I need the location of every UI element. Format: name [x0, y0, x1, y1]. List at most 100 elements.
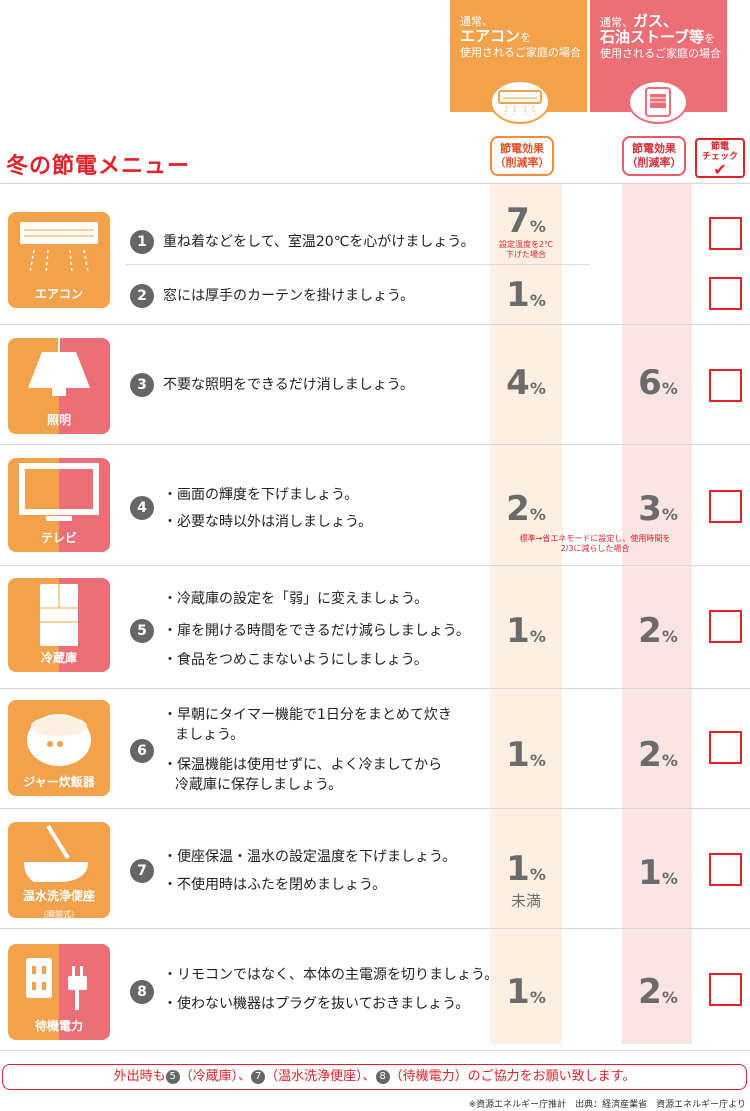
condition-note: 設定温度を2℃ 下げた場合 [498, 240, 554, 259]
heater-icon [628, 80, 688, 124]
ac-reduction: 2% [506, 489, 546, 529]
item-number: 3 [130, 373, 154, 397]
divider [0, 324, 750, 325]
divider [0, 183, 750, 184]
tip-text: 冷蔵庫に保存しましょう。 [175, 777, 343, 793]
gas-reduction: 2% [638, 972, 678, 1012]
tip-text: ましょう。 [175, 727, 245, 743]
item-number: 8 [130, 980, 154, 1004]
footer-text: （温水洗浄便座）、 [265, 1069, 376, 1084]
condition-note: 標準→省エネモードに設定し、使用時間を 2/3に減らした場合 [519, 534, 671, 553]
checkbox-item-3[interactable] [709, 369, 742, 402]
checkbox-item-5[interactable] [709, 610, 742, 643]
header-gas-suffix: を [704, 32, 716, 45]
ac-effect-label: 節電効果 [500, 142, 544, 155]
device-sublabel: （瞬間式） [39, 910, 79, 918]
item-number: 6 [130, 739, 154, 763]
gas-reduction: 1% [638, 853, 678, 893]
toilet-icon [24, 824, 88, 882]
television-icon [19, 463, 99, 521]
device-label: 温水洗浄便座 [22, 889, 95, 903]
header-ac-suffix: を [520, 31, 532, 44]
ac-reduction: 1% [506, 611, 546, 651]
check-mark-icon: ✔ [713, 160, 727, 179]
air-conditioner-icon [490, 80, 550, 124]
item-number: 2 [130, 284, 154, 308]
tip-text: 扉を開ける時間をできるだけ減らしましょう。 [163, 622, 470, 640]
ac-effect-badge: 節電効果 （削減率） [490, 136, 554, 176]
tip-text: 重ね着などをして、室温20℃を心がけましょう。 [163, 234, 475, 250]
item-number: 5 [130, 619, 154, 643]
ac-reduction: 1% [506, 735, 546, 775]
gas-effect-sublabel: （削減率） [626, 156, 682, 169]
device-label: 照明 [46, 413, 71, 427]
ac-reduction: 4% [506, 363, 546, 403]
divider [125, 264, 590, 265]
device-label: ジャー炊飯器 [23, 775, 95, 789]
tip-text: 保温機能は使用せずに、よく冷ましてから [163, 756, 442, 774]
check-label-2: チェック [701, 152, 738, 162]
device-standby-power: 待機電力 [8, 944, 110, 1040]
device-tv: テレビ [8, 458, 110, 552]
footer-text: （冷蔵庫）、 [179, 1069, 252, 1084]
checkbox-item-6[interactable] [709, 731, 742, 764]
item-number: 7 [130, 859, 154, 883]
tip-text: 必要な時以外は消しましょう。 [163, 513, 372, 531]
header-gas-household: 通常、ガス、 石油ストーブ等を 使用されるご家庭の場合 [590, 0, 727, 124]
device-lighting: 照明 [8, 338, 110, 434]
gas-effect-label: 節電効果 [632, 142, 676, 155]
header-ac-big: エアコン [460, 27, 521, 45]
air-conditioner-icon [20, 222, 98, 275]
header-gas-line3: 使用されるご家庭の場合 [600, 47, 721, 60]
checkbox-item-2[interactable] [709, 277, 742, 310]
tip-text: 早朝にタイマー機能で1日分をまとめて炊き [163, 706, 452, 724]
ac-reduction: 1% [506, 849, 546, 889]
ac-reduction: 7% [506, 201, 546, 241]
divider [0, 688, 750, 689]
rice-cooker-icon [27, 714, 91, 766]
device-rice-cooker: ジャー炊飯器 [8, 700, 110, 796]
checkbox-item-1[interactable] [709, 217, 742, 250]
device-label: 待機電力 [34, 1019, 83, 1033]
header-gas-big2: 石油ストーブ等 [600, 28, 705, 46]
footer-text: 外出時も [113, 1069, 166, 1084]
checkbox-item-4[interactable] [709, 490, 742, 523]
item-number: 7 [251, 1070, 266, 1084]
device-label: 冷蔵庫 [40, 651, 77, 665]
divider [0, 928, 750, 929]
ac-reduction: 1% [506, 275, 546, 315]
header-gas-big1: ガス、 [633, 12, 679, 30]
gas-reduction: 6% [638, 363, 678, 403]
checkbox-item-7[interactable] [709, 853, 742, 886]
gas-column-band [622, 184, 692, 1044]
item-number: 1 [130, 230, 154, 254]
device-label: エアコン [34, 287, 83, 301]
divider [0, 444, 750, 445]
ac-reduction: 1% [506, 972, 546, 1012]
gas-reduction: 2% [638, 611, 678, 651]
footer-text: （待機電力）のご協力をお願い致します。 [389, 1069, 636, 1084]
gas-effect-badge: 節電効果 （削減率） [622, 136, 686, 176]
source-note: ※資源エネルギー庁推計 出典：経済産業省 資源エネルギー庁より [468, 1100, 746, 1110]
device-toilet-seat: 温水洗浄便座 （瞬間式） [8, 822, 110, 918]
checkbox-item-8[interactable] [709, 973, 742, 1006]
device-aircon: エアコン [8, 212, 110, 308]
tip-text: 食品をつめこまないようにしましょう。 [163, 651, 428, 669]
tip-text: 不使用時はふたを閉めましょう。 [163, 876, 386, 894]
header-ac-line3: 使用されるご家庭の場合 [460, 46, 581, 59]
check-label-1: 節電 [710, 142, 729, 152]
item-number: 8 [375, 1070, 390, 1084]
divider [0, 808, 750, 809]
divider [0, 565, 750, 566]
ac-column-band [490, 184, 562, 1044]
item-number: 4 [130, 496, 154, 520]
less-than-label: 未満 [510, 892, 541, 910]
tip-text: 画面の輝度を下げましょう。 [163, 486, 358, 504]
device-fridge: 冷蔵庫 [8, 578, 110, 672]
divider [0, 1050, 750, 1051]
device-label: テレビ [40, 531, 77, 545]
header-gas-line1: 通常、 [600, 16, 633, 29]
item-number: 5 [165, 1070, 180, 1084]
check-column-badge: 節電 チェック ✔ [695, 138, 745, 178]
